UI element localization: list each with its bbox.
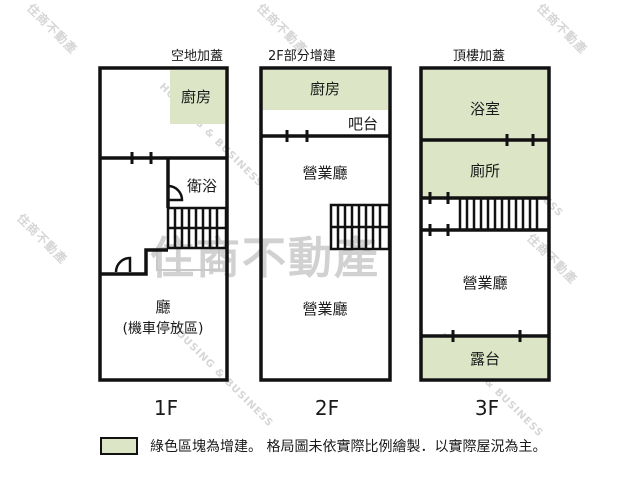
- room-kitchen-2f: 廚房: [309, 80, 341, 98]
- legend: 綠色區塊為增建。 格局圖未依實際比例繪製．以實際屋況為主。: [100, 436, 546, 456]
- legend-green-swatch: [100, 437, 138, 455]
- room-terrace-3f: 露台: [469, 350, 501, 368]
- room-toilet-3f: 廁所: [469, 162, 501, 180]
- bath-toilet-extension-area: [422, 70, 548, 198]
- floor-1f-caption: 空地加蓋: [171, 49, 224, 64]
- floor-3f-plan: [419, 66, 551, 382]
- room-business-hall-3f: 營業廳: [462, 274, 508, 292]
- stairs-2f: [329, 203, 391, 251]
- floor-label-3f: 3F: [474, 396, 500, 420]
- floor-label-2f: 2F: [314, 396, 340, 420]
- floor-1f-plan: [98, 66, 229, 382]
- room-living-1f: 廳: [155, 298, 171, 316]
- room-bar-2f: 吧台: [348, 115, 379, 133]
- room-living-1f-note: (機車停放區): [122, 321, 204, 337]
- floor-2f-plan: [259, 66, 392, 382]
- floor-2f-caption: 2F部分增建: [268, 49, 336, 64]
- floor-3f-caption: 頂樓加蓋: [453, 49, 506, 64]
- room-business-hall-2f-upper: 營業廳: [302, 164, 348, 182]
- room-business-hall-2f-lower: 營業廳: [302, 300, 348, 318]
- stairs-1f: [166, 206, 228, 250]
- legend-text: 綠色區塊為增建。 格局圖未依實際比例繪製．以實際屋況為主。: [150, 439, 547, 455]
- floor-label-1f: 1F: [153, 396, 179, 420]
- room-kitchen-1f: 廚房: [181, 88, 212, 106]
- stairs-3f: [458, 198, 539, 230]
- kitchen-extension-area: [170, 70, 225, 124]
- room-bathroom-3f: 浴室: [469, 100, 501, 118]
- room-bathroom-1f: 衛浴: [187, 177, 218, 195]
- terrace-extension-area: [422, 338, 548, 378]
- kitchen-extension-area: [262, 70, 388, 110]
